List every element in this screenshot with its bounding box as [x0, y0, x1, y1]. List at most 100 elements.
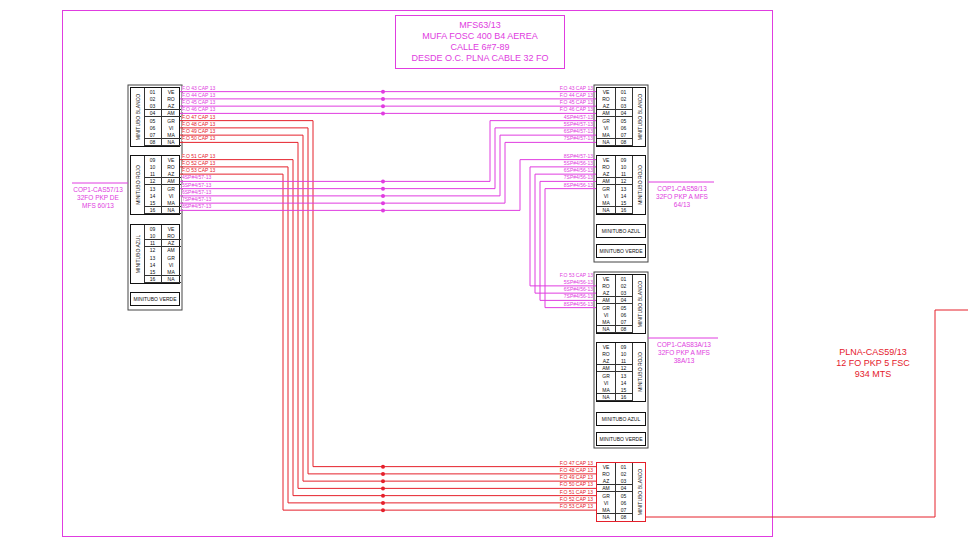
- fiber-label: 6SP#4/56-13: [564, 287, 593, 292]
- fiber-color-code: GR: [602, 305, 610, 310]
- row-rules: [144, 156, 181, 214]
- fiber-color-code: NA: [168, 208, 175, 213]
- fiber-color-code: GR: [602, 373, 610, 378]
- fiber-label: F.O 44 CAP 13: [182, 93, 215, 98]
- fiber-color-code: NA: [168, 277, 175, 282]
- fiber-number: 01: [621, 464, 627, 469]
- fiber-color-code: GR: [167, 255, 175, 260]
- fiber-splice-line: [545, 189, 596, 308]
- cable-label: COP1-CAS57/13 32FO PKP DE MFS 60/13: [70, 186, 126, 209]
- tube-name: MINITUBO AZUL: [602, 229, 640, 234]
- cable-line: [72, 183, 128, 184]
- fiber-color-code: AZ: [168, 172, 174, 177]
- fiber-label: 7SP#4/56-13: [564, 175, 593, 180]
- splice-dot: [381, 494, 385, 498]
- tube-name: MINITUBO ROJO: [637, 165, 642, 205]
- splice-dot: [381, 479, 385, 483]
- fiber-color-code: AM: [602, 111, 610, 116]
- fiber-color-code: MA: [602, 508, 610, 513]
- fiber-color-code: RO: [602, 471, 610, 476]
- column-rule: [632, 343, 633, 401]
- fiber-color-code: MA: [167, 270, 175, 275]
- fiber-splice-line: [180, 167, 596, 503]
- fiber-number: 06: [621, 312, 627, 317]
- fiber-splice-line: [180, 91, 596, 92]
- fiber-number: 13: [150, 255, 156, 260]
- fiber-number: 13: [621, 373, 627, 378]
- fiber-number: 05: [621, 118, 627, 123]
- fiber-color-code: RO: [167, 96, 175, 101]
- fiber-number: 11: [150, 172, 155, 177]
- fiber-label: 5SP#4/57-13: [564, 122, 593, 127]
- fiber-number: 12: [621, 366, 627, 371]
- fiber-number: 12: [150, 179, 156, 184]
- splice-dot: [381, 208, 385, 212]
- fiber-color-code: GR: [167, 186, 175, 191]
- fiber-color-code: MA: [602, 133, 610, 138]
- fiber-label: F.O 51 CAP 13: [560, 490, 593, 495]
- fiber-color-code: VI: [604, 193, 609, 198]
- buffer-tube: MINITUBO ROJOVE09RO10AZ11AM12GR13VI14MA1…: [596, 342, 646, 402]
- title-line: CALLE 6#7-89: [450, 42, 509, 53]
- fiber-color-code: NA: [603, 208, 610, 213]
- fiber-color-code: NA: [168, 140, 175, 145]
- buffer-tube: MINITUBO AZUL: [596, 224, 646, 238]
- fiber-label: 8SP#4/57-13: [564, 154, 593, 159]
- column-rule: [632, 463, 633, 521]
- fiber-color-code: VE: [603, 276, 610, 281]
- fiber-number: 01: [150, 89, 156, 94]
- fiber-color-code: MA: [167, 133, 175, 138]
- fiber-number: 05: [150, 118, 156, 123]
- fiber-number: 10: [621, 164, 627, 169]
- cable-line: [646, 310, 968, 517]
- fiber-splice-line: [180, 121, 596, 182]
- fiber-number: 04: [621, 111, 627, 116]
- fiber-number: 06: [150, 125, 156, 130]
- fiber-color-code: AZ: [603, 291, 609, 296]
- fiber-number: 12: [150, 248, 156, 253]
- fiber-color-code: MA: [167, 201, 175, 206]
- fiber-number: 04: [621, 298, 627, 303]
- fiber-color-code: VE: [603, 344, 610, 349]
- tube-name: MINITUBO ROJO: [637, 352, 642, 392]
- fiber-label: F.O 52 CAP 13: [182, 161, 215, 166]
- fiber-number: 13: [150, 186, 156, 191]
- fiber-label: F.O 51 CAP 13: [182, 154, 215, 159]
- fiber-color-code: AM: [167, 248, 175, 253]
- buffer-tube: MINITUBO BLANCOVE01RO02AZ03AM04GR05VI06M…: [596, 462, 646, 522]
- fiber-label: 6SP#4/57-13: [182, 190, 211, 195]
- fiber-number: 11: [150, 241, 155, 246]
- tube-name: MINITUBO BLANCO: [637, 94, 642, 140]
- tube-name: MINITUBO AZUL: [602, 417, 640, 422]
- fiber-color-code: RO: [602, 351, 610, 356]
- fiber-label: 8SP#4/57-13: [182, 204, 211, 209]
- cable-label: COP1-CAS58/13 32FO PKP A MFS 64/13: [652, 185, 712, 208]
- buffer-tube: MINITUBO BLANCOVE01RO02AZ03AM04GR05VI06M…: [596, 274, 646, 334]
- fiber-number: 13: [621, 186, 627, 191]
- fiber-label: F.O 52 CAP 13: [560, 497, 593, 502]
- fiber-color-code: VE: [603, 157, 610, 162]
- splice-dot: [381, 501, 385, 505]
- splice-dot: [381, 179, 385, 183]
- row-rules: [144, 225, 181, 283]
- fiber-color-code: RO: [167, 164, 175, 169]
- splice-dot: [381, 194, 385, 198]
- fiber-color-code: MA: [602, 201, 610, 206]
- fiber-label: F.O 49 CAP 13: [182, 129, 215, 134]
- fiber-splice-line: [180, 113, 596, 114]
- fiber-color-code: AZ: [603, 172, 609, 177]
- fiber-color-code: RO: [167, 233, 175, 238]
- cassette-outline: [594, 85, 648, 262]
- fiber-splice-line: [180, 174, 596, 510]
- fiber-splice-line: [180, 135, 596, 481]
- fiber-label: F.O 53 CAP 13: [182, 168, 215, 173]
- fiber-color-code: RO: [602, 283, 610, 288]
- fiber-color-code: AZ: [168, 241, 174, 246]
- fiber-number: 08: [621, 327, 627, 332]
- title-box: MFS63/13MUFA FOSC 400 B4 AEREACALLE 6#7-…: [395, 15, 565, 69]
- splice-dot: [381, 486, 385, 490]
- fiber-number: 11: [621, 172, 626, 177]
- fiber-color-code: VI: [604, 312, 609, 317]
- fiber-number: 02: [621, 283, 627, 288]
